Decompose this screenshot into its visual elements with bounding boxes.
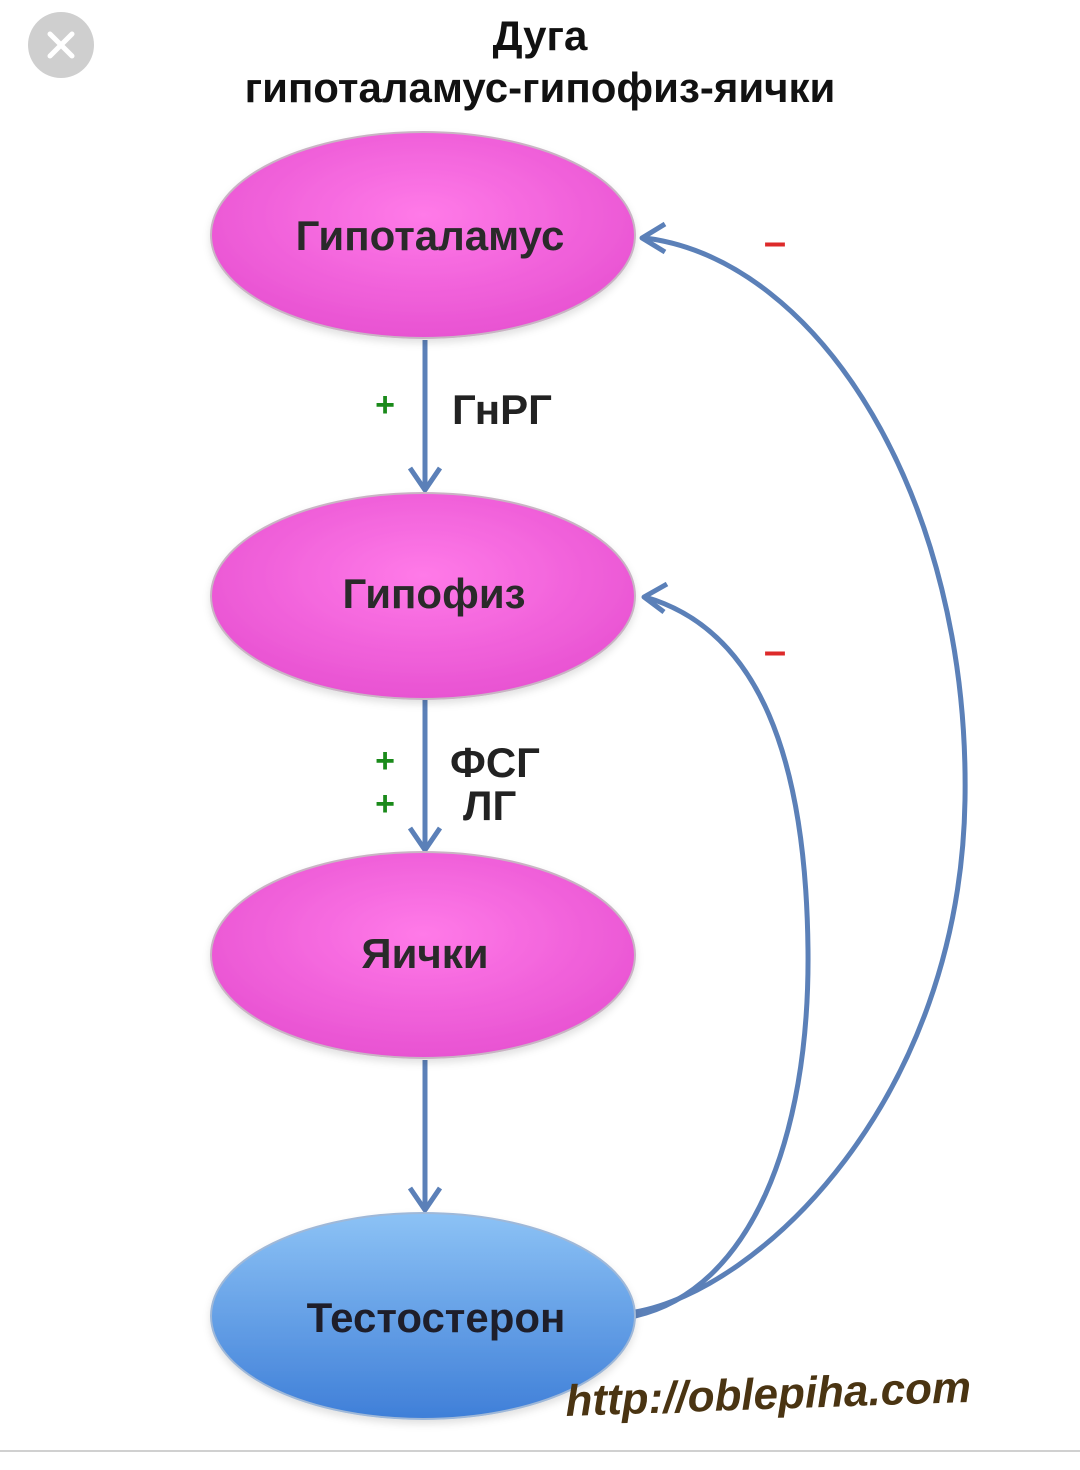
sign-feedback-pituitary: – — [764, 629, 786, 673]
watermark-text: http://oblepiha.com — [565, 1363, 972, 1426]
feedback-arrow-to-pituitary — [634, 581, 811, 1319]
close-icon — [47, 31, 75, 59]
sign-lh: + — [375, 785, 395, 823]
title-line-1: Дуга — [492, 12, 588, 59]
diagram-title: Дуга гипоталамус-гипофиз-яички — [0, 10, 1080, 114]
node-testosterone-label: Тестостерон — [307, 1294, 566, 1341]
bottom-divider — [0, 1450, 1080, 1452]
node-testes-label: Яички — [361, 930, 488, 977]
arrow-pituitary-to-testes — [407, 700, 443, 853]
close-button[interactable] — [28, 12, 94, 78]
node-pituitary: Гипофиз — [210, 492, 636, 700]
label-gnrh: ГнРГ — [452, 386, 552, 433]
node-pituitary-label: Гипофиз — [342, 570, 525, 617]
node-testosterone: Тестостерон — [210, 1212, 636, 1420]
arrow-hypothalamus-to-pituitary — [407, 340, 443, 493]
sign-feedback-hypothalamus: – — [764, 220, 786, 264]
node-hypothalamus: Гипоталамус — [210, 131, 636, 339]
feedback-arrow-to-hypothalamus — [634, 221, 968, 1315]
label-lh: ЛГ — [463, 782, 516, 829]
arrow-testes-to-testosterone — [407, 1060, 443, 1213]
node-testes: Яички — [210, 851, 636, 1059]
title-line-2: гипоталамус-гипофиз-яички — [244, 64, 836, 111]
sign-gnrh: + — [375, 386, 395, 424]
node-hypothalamus-label: Гипоталамус — [296, 212, 565, 259]
sign-fsh: + — [375, 742, 395, 780]
label-fsh: ФСГ — [450, 739, 540, 786]
